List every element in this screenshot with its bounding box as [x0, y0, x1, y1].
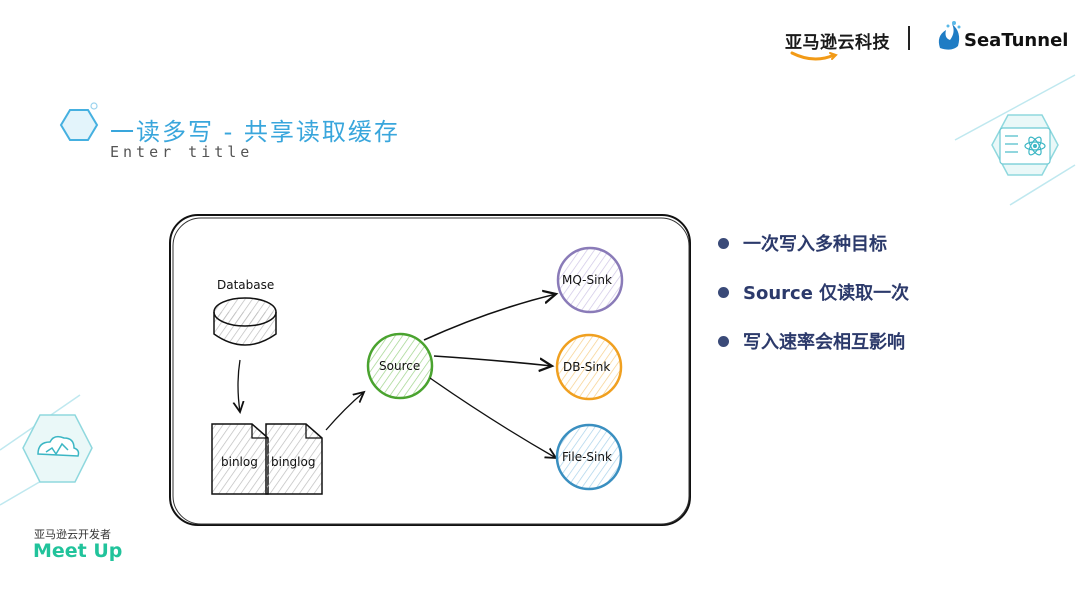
file-sink-node	[555, 423, 623, 491]
decoration-atom-panel	[954, 74, 1076, 206]
bullet-list: 一次写入多种目标 Source 仅读取一次 写入速率会相互影响	[718, 228, 909, 375]
aws-smile-logo	[790, 51, 838, 61]
footer-brand-meetup: Meet Up	[33, 540, 123, 562]
page-subtitle: Enter title	[110, 143, 254, 161]
file-sink-label: File-Sink	[562, 450, 612, 464]
bullet-dot-icon	[718, 335, 729, 347]
footer-brand-cn: 亚马逊云开发者	[34, 528, 111, 541]
seatunnel-brand-text: SeaTunnel	[964, 30, 1069, 51]
arrow-source-to-db	[433, 355, 552, 366]
arrow-binlog-to-source	[325, 392, 364, 431]
database-label: Database	[217, 278, 274, 292]
binlog-label-2: binglog	[271, 455, 315, 469]
page-title: 一读多写 - 共享读取缓存	[110, 118, 400, 146]
mq-sink-label: MQ-Sink	[562, 273, 612, 287]
bullet-dot-icon	[718, 286, 729, 298]
bullet-item: 一次写入多种目标	[718, 228, 909, 258]
bullet-text: 写入速率会相互影响	[743, 332, 905, 353]
bullet-item: Source 仅读取一次	[718, 277, 909, 307]
db-sink-node	[555, 333, 623, 401]
brand-divider	[908, 26, 910, 50]
mq-sink-node	[556, 246, 624, 314]
bullet-text: 一次写入多种目标	[743, 234, 887, 255]
source-label: Source	[379, 359, 420, 373]
database-cylinder	[213, 297, 277, 346]
arrow-source-to-mq	[423, 294, 556, 341]
arrow-database-to-binlog	[238, 359, 240, 412]
title-hexagon-icon	[59, 102, 99, 141]
bullet-text: Source 仅读取一次	[743, 283, 910, 304]
diagram-frame-sketch	[172, 217, 690, 525]
db-sink-label: DB-Sink	[563, 360, 610, 374]
decoration-cloud-panel	[0, 394, 93, 506]
binlog-label-1: binlog	[221, 455, 258, 469]
diagram-frame	[169, 214, 691, 526]
aws-brand-text: 亚马逊云科技	[785, 33, 890, 53]
bullet-dot-icon	[718, 237, 729, 249]
seatunnel-logo-icon	[938, 21, 961, 50]
binlog-file-2	[265, 423, 323, 495]
arrow-source-to-file	[429, 377, 556, 458]
source-node	[366, 332, 434, 400]
bullet-item: 写入速率会相互影响	[718, 326, 909, 356]
